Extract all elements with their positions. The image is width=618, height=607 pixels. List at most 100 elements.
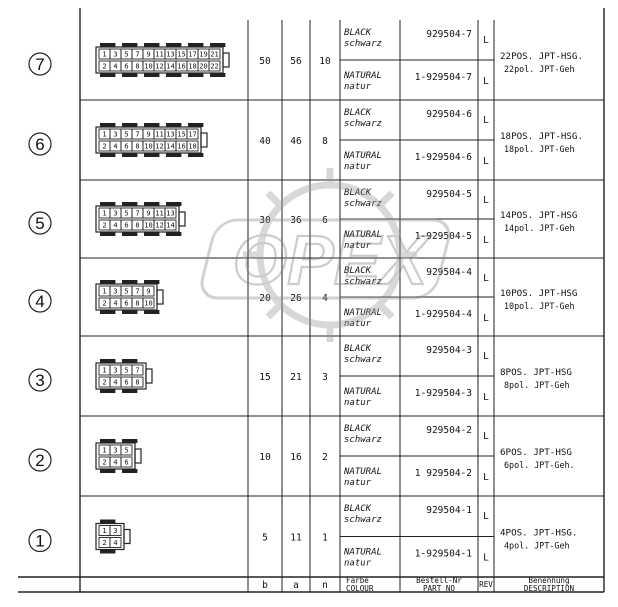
pin-label: 4	[113, 459, 117, 467]
rev-natural: L	[483, 76, 489, 87]
pin-label: 2	[102, 459, 106, 467]
pin-label: 5	[124, 210, 128, 218]
colour-black-german: schwarz	[344, 515, 382, 525]
rev-natural: L	[483, 235, 489, 246]
pin-label: 4	[113, 222, 117, 230]
colour-natural-label: NATURAL	[343, 71, 382, 81]
pin-label: 3	[113, 210, 117, 218]
pin-label: 8	[135, 222, 139, 230]
pin-label: 7	[135, 131, 139, 139]
pin-label: 4	[113, 300, 117, 308]
row-index-label: 1	[35, 532, 44, 551]
description-english: 10POS. JPT-HSG	[500, 288, 577, 299]
row-index-circle	[28, 528, 52, 553]
part-number-black: 929504-1	[426, 505, 472, 516]
part-number-black: 929504-2	[426, 425, 472, 436]
rev-black: L	[483, 431, 489, 442]
value-a: 11	[290, 533, 302, 544]
description-german: 22pol. JPT-Geh	[504, 64, 575, 74]
colour-natural-german: natur	[344, 241, 372, 251]
pin-label: 17	[188, 131, 196, 139]
value-b: 10	[259, 452, 271, 463]
value-n: 8	[322, 136, 328, 147]
pin-label: 1	[102, 210, 106, 218]
description-german: 10pol. JPT-Geh	[504, 301, 575, 311]
rev-natural: L	[483, 313, 489, 324]
value-b: 15	[259, 372, 270, 383]
header-benennung: Benennung	[528, 576, 569, 585]
pin-label: 15	[177, 51, 185, 59]
row-index-label: 7	[35, 55, 44, 74]
colour-natural-label: NATURAL	[343, 308, 382, 318]
value-a: 26	[290, 293, 302, 304]
pin-label: 4	[113, 143, 117, 151]
pin-label: 9	[146, 288, 150, 296]
pin-label: 3	[113, 288, 117, 296]
colour-black-label: BLACK	[344, 188, 372, 198]
value-a: 21	[290, 372, 302, 383]
value-n: 10	[319, 56, 331, 67]
row-index-label: 4	[35, 292, 44, 311]
value-a: 36	[290, 215, 302, 226]
pin-label: 1	[102, 288, 106, 296]
part-number-natural: 1-929504-6	[415, 152, 472, 163]
pin-label: 13	[166, 51, 174, 59]
part-number-natural: 1-929504-3	[415, 388, 472, 399]
colour-black-label: BLACK	[344, 266, 372, 276]
pin-label: 5	[124, 367, 128, 375]
pin-label: 1	[102, 447, 106, 455]
rev-natural: L	[483, 156, 489, 167]
pin-label: 2	[102, 143, 106, 151]
pin-label: 2	[102, 379, 106, 387]
pin-label: 10	[144, 222, 152, 230]
pin-label: 7	[135, 367, 139, 375]
description-english: 22POS. JPT-HSG.	[500, 51, 583, 62]
pin-label: 6	[124, 459, 128, 467]
colour-black-german: schwarz	[344, 119, 382, 129]
colour-natural-label: NATURAL	[343, 387, 382, 397]
colour-black-german: schwarz	[344, 199, 382, 209]
value-a: 56	[290, 56, 302, 67]
value-b: 50	[259, 56, 271, 67]
pin-label: 20	[199, 63, 207, 71]
description-english: 4POS. JPT-HSG.	[500, 528, 577, 539]
watermark-text: OPEX	[233, 221, 432, 299]
pin-label: 2	[102, 539, 106, 547]
part-number-natural: 1-929504-4	[415, 309, 472, 320]
value-b: 5	[262, 533, 268, 544]
pin-label: 9	[146, 210, 150, 218]
colour-black-label: BLACK	[344, 344, 372, 354]
header-a: a	[293, 580, 299, 591]
row-index-label: 5	[35, 214, 44, 233]
pin-label: 6	[124, 379, 128, 387]
row-index-circle	[28, 132, 52, 156]
pin-label: 16	[177, 63, 185, 71]
value-a: 46	[290, 136, 302, 147]
rev-black: L	[483, 195, 489, 206]
pin-label: 1	[102, 51, 106, 59]
pin-label: 11	[155, 131, 163, 139]
pin-label: 19	[199, 51, 207, 59]
pin-label: 6	[124, 143, 128, 151]
part-number-natural: 1-929504-7	[415, 72, 472, 83]
part-number-black: 929504-6	[426, 109, 472, 120]
colour-black-label: BLACK	[344, 28, 372, 38]
colour-natural-german: natur	[344, 398, 372, 408]
pin-label: 18	[188, 63, 196, 71]
header-b: b	[262, 580, 268, 591]
pin-label: 14	[166, 63, 174, 71]
description-german: 6pol. JPT-Geh.	[504, 460, 575, 470]
rev-black: L	[483, 35, 489, 46]
pin-label: 21	[210, 51, 218, 59]
pin-label: 5	[124, 51, 128, 59]
rev-black: L	[483, 351, 489, 362]
pin-label: 1	[102, 131, 106, 139]
description-english: 18POS. JPT-HSG.	[500, 131, 583, 142]
